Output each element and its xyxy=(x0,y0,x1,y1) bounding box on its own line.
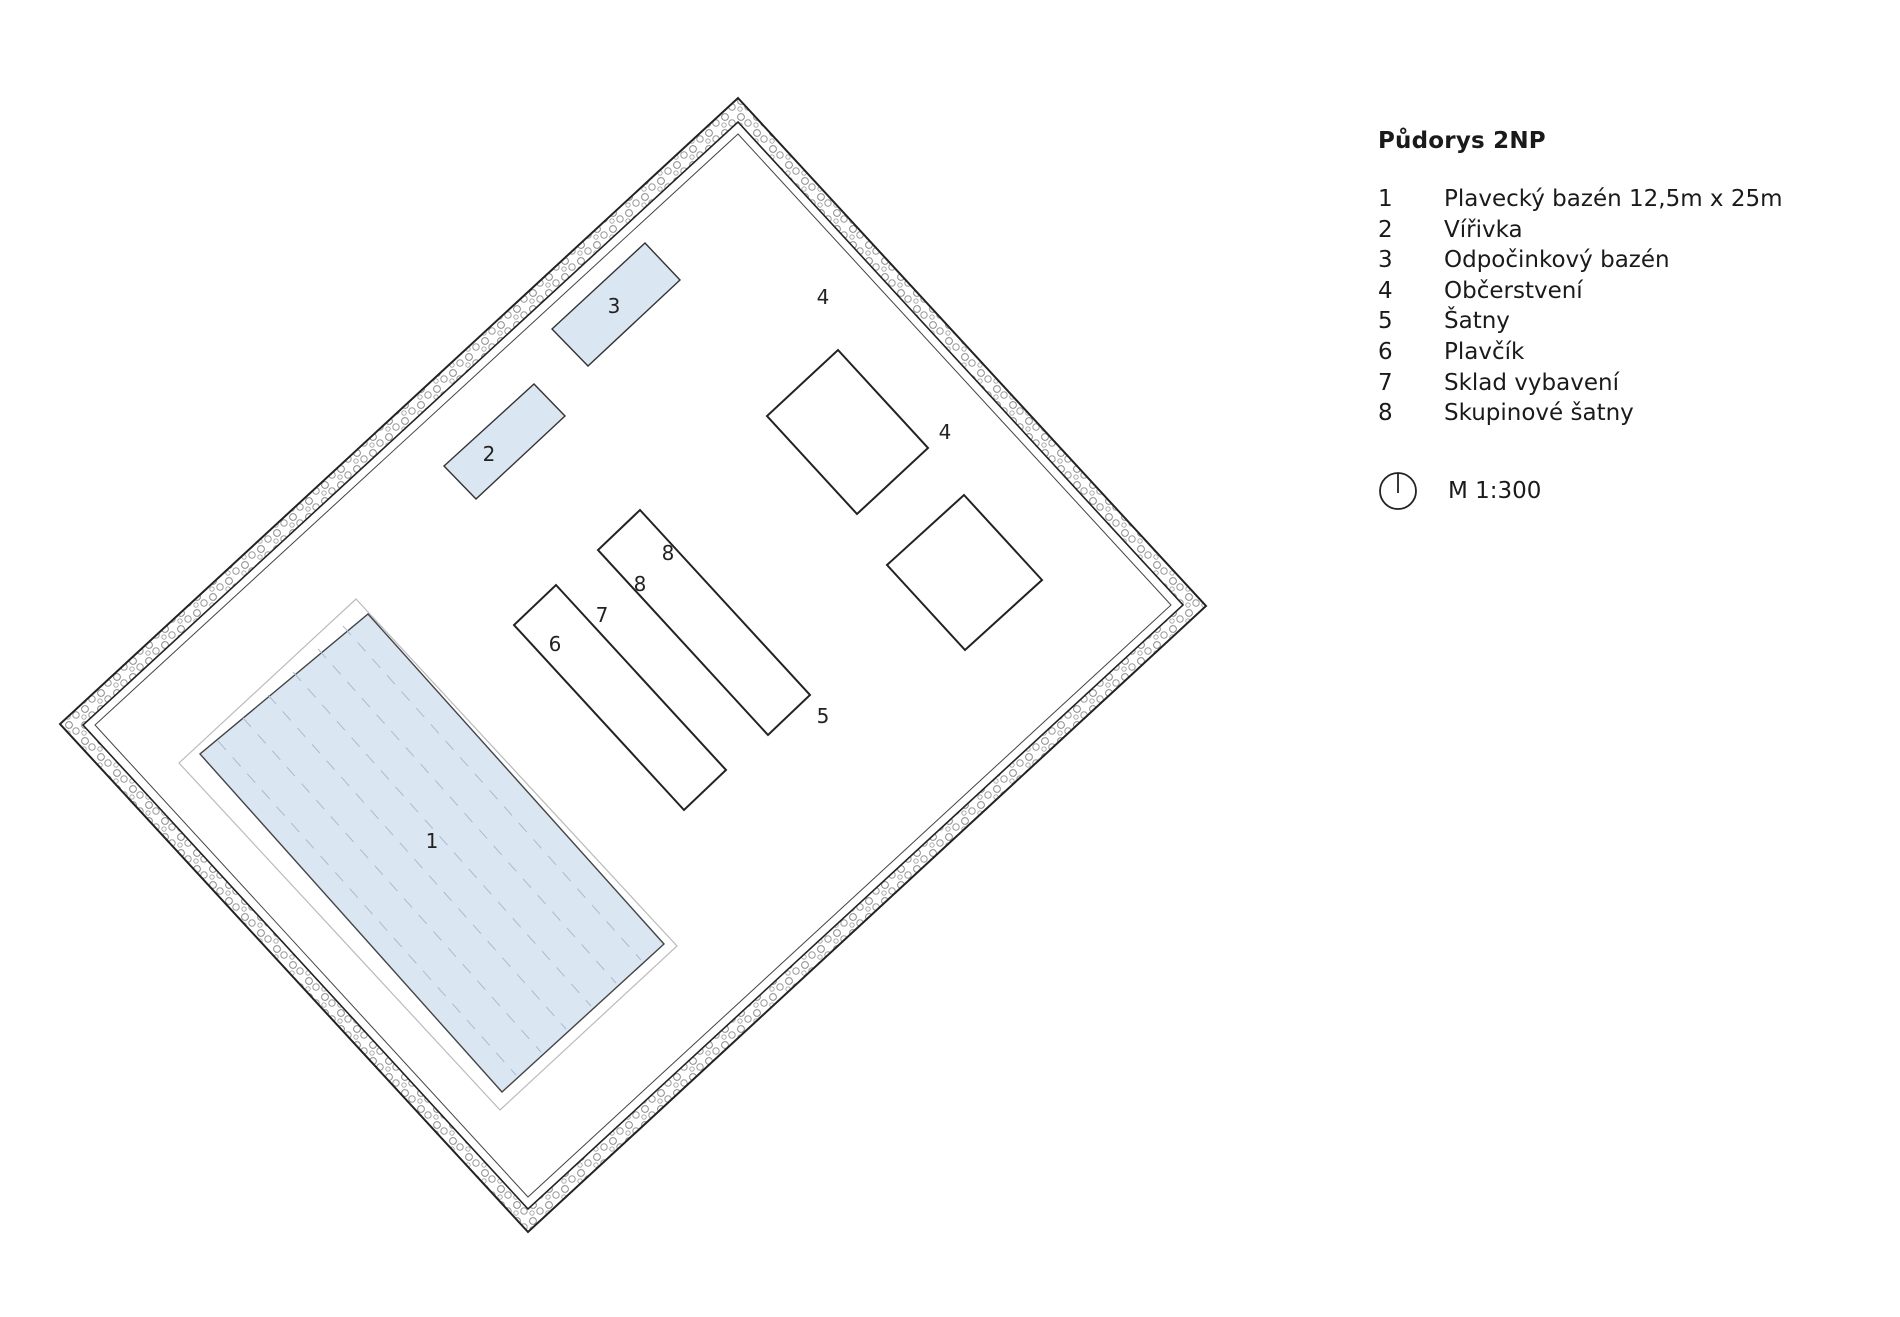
plan-label-group-changing-a: 8 xyxy=(634,572,647,596)
plan-label-relax-pool: 3 xyxy=(608,294,621,318)
central-core xyxy=(765,348,1044,652)
pool-lanes xyxy=(217,625,642,1076)
legend-title: Půdorys 2NP xyxy=(1378,128,1546,154)
relax-pool-area: 3 xyxy=(550,242,681,367)
whirlpool xyxy=(442,383,566,500)
facade-line xyxy=(94,133,1172,1198)
plan-label-group-changing-b: 8 xyxy=(662,541,675,565)
plan-label-refreshment-right: 4 xyxy=(939,420,952,444)
changing-block xyxy=(512,508,812,812)
pool-deck xyxy=(178,598,678,1111)
scale-label: M 1:300 xyxy=(1448,477,1542,504)
relax-pool xyxy=(550,242,681,367)
north-arrow-icon xyxy=(1379,471,1417,510)
plan-label-whirlpool: 2 xyxy=(483,442,496,466)
plan-label-pool: 1 xyxy=(426,829,439,853)
scale-row: M 1:300 xyxy=(1378,471,1858,511)
building-outline xyxy=(58,96,1208,1234)
plan-label-storage: 7 xyxy=(596,603,609,627)
plan-label-changing: 5 xyxy=(817,704,830,728)
swimming-pool xyxy=(198,613,665,1093)
whirlpool-area: 2 xyxy=(442,383,566,500)
plan-label-refreshment-top: 4 xyxy=(817,285,830,309)
inner-floor xyxy=(81,120,1185,1211)
swimming-pool-area: 1 xyxy=(178,598,678,1111)
plan-label-lifeguard: 6 xyxy=(549,632,562,656)
